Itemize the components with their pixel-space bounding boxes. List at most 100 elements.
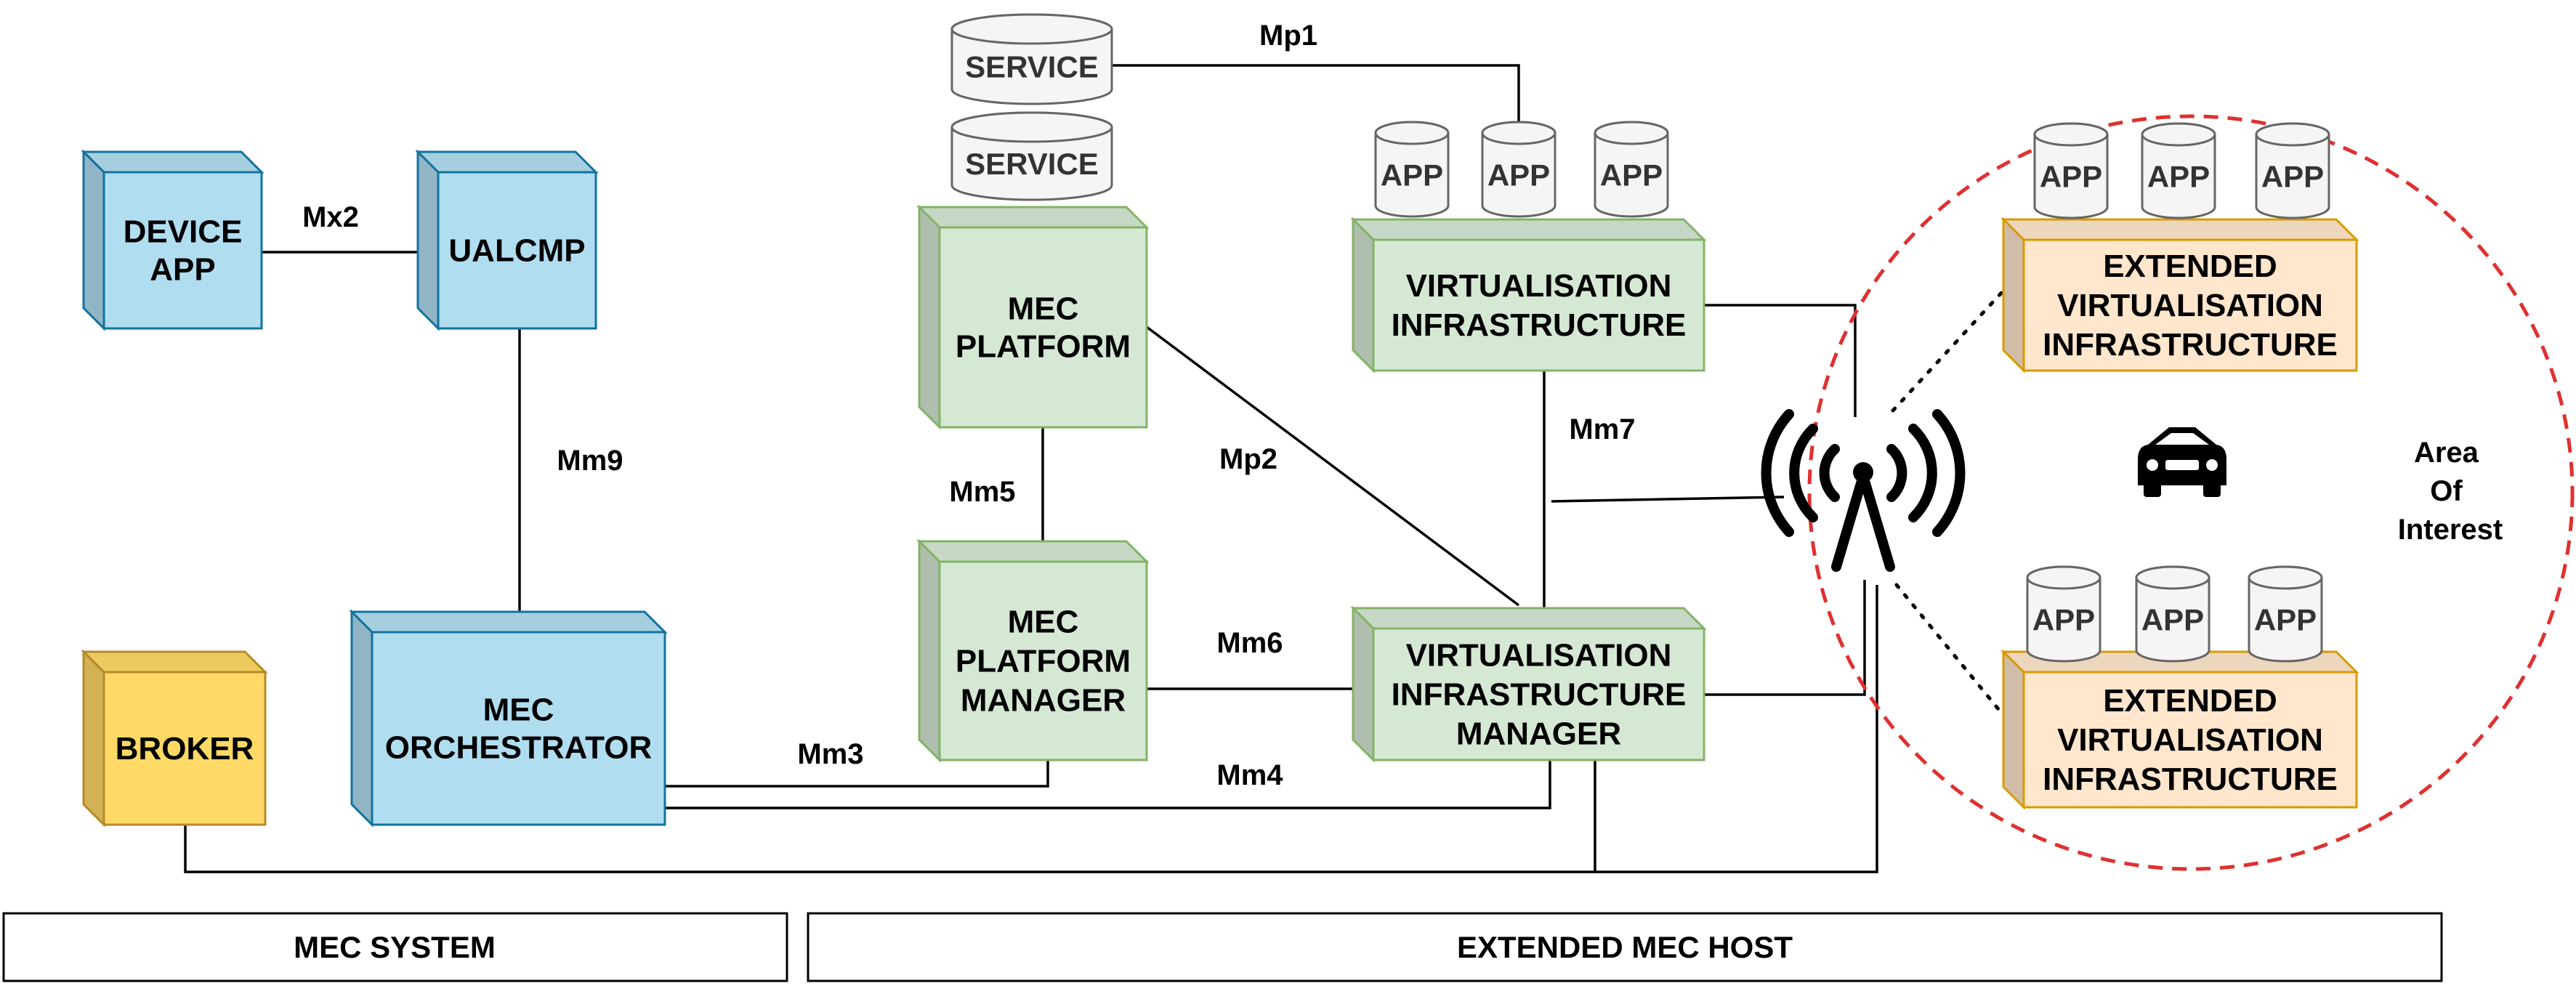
box-front-face [1372, 238, 1705, 372]
dotted-link-upper [1891, 288, 2006, 413]
link-label-mm4: Mm4 [1216, 759, 1283, 791]
link-line-vim-antenna [1704, 580, 1866, 696]
label-line: PLATFORM [956, 329, 1131, 365]
label-line: VIRTUALISATION [1406, 638, 1672, 674]
antenna-icon [1761, 409, 1966, 572]
label-line: VIRTUALISATION [2057, 722, 2323, 758]
aoi-line-1: Area [2414, 437, 2479, 469]
ualcmp-label: UALCMP [448, 233, 585, 269]
link-line-mm7-antenna [1551, 496, 1785, 503]
section-bar-extended-mec-host [807, 912, 2443, 982]
area-of-interest-label: Area Of Interest [2398, 437, 2503, 546]
link-line-broker-bus [184, 585, 1878, 873]
box-side-face [918, 204, 941, 430]
connection-lines [184, 64, 2008, 873]
cylinder-top [1374, 121, 1450, 145]
label-line: MANAGER [961, 683, 1126, 719]
label-line: INFRASTRUCTURE [2043, 761, 2338, 797]
cylinder-label: APP [1381, 158, 1443, 193]
cylinder-top [2141, 122, 2216, 147]
cylinder-top [2026, 565, 2101, 590]
link-line-mm4 [665, 760, 1551, 809]
service-cylinder-top: SERVICE [950, 13, 1113, 105]
label-line: MEC [1008, 605, 1079, 640]
link-label-mm6: Mm6 [1216, 627, 1283, 659]
link-label-mm5: Mm5 [949, 476, 1015, 508]
cylinder-top [2033, 122, 2109, 147]
link-label-mx2: Mx2 [302, 201, 359, 233]
app-cylinder-ext-top-1: APP [2033, 122, 2109, 219]
app-cylinder-vi-3: APP [1594, 121, 1669, 218]
cylinder-top [950, 13, 1113, 45]
link-label-mm3: Mm3 [797, 738, 863, 770]
box-front-face [1372, 627, 1705, 761]
link-label-mm7: Mm7 [1569, 413, 1635, 445]
app-cylinder-ext-top-2: APP [2141, 122, 2216, 219]
aoi-line-3: Interest [2398, 514, 2503, 546]
box-top-face [2000, 218, 2359, 241]
app-cylinder-ext-bottom-1: APP [2026, 565, 2101, 663]
box-front-face [2022, 671, 2358, 809]
label-line: APP [150, 252, 215, 288]
section-label-mec-system: MEC SYSTEM [294, 930, 496, 964]
area-of-interest-circle [1807, 114, 2575, 871]
label-line: EXTENDED [2103, 248, 2277, 284]
aoi-line-2: Of [2430, 475, 2463, 507]
box-top-face [349, 610, 668, 634]
box-side-face [416, 149, 440, 331]
box-front-face [371, 631, 666, 826]
box-top-face [1350, 218, 1707, 241]
section-label-extended-mec-host: EXTENDED MEC HOST [1457, 930, 1793, 964]
cylinder-label: APP [1487, 158, 1550, 193]
ualcmp-box: UALCMP [415, 149, 599, 331]
cylinder-top [2135, 565, 2210, 590]
label-line: MANAGER [1456, 716, 1621, 752]
link-line-mm3 [665, 760, 1049, 788]
label-line: VIRTUALISATION [2057, 288, 2323, 323]
box-side-face [918, 538, 941, 763]
service-cylinder-bottom: SERVICE [950, 111, 1113, 201]
cylinder-label: SERVICE [965, 147, 1099, 181]
app-cylinder-ext-bottom-3: APP [2248, 565, 2323, 663]
box-top-face [916, 540, 1150, 563]
extended-vi-top-box: EXTENDED VIRTUALISATION INFRASTRUCTURE [2000, 217, 2359, 373]
label-line: EXTENDED [2103, 683, 2277, 719]
label-line: DEVICE [124, 214, 243, 250]
link-line-mp2 [1145, 326, 1520, 607]
box-side-face [82, 149, 105, 331]
section-bars: MEC SYSTEM EXTENDED MEC HOST [2, 912, 2443, 982]
cylinder-top [950, 111, 1113, 143]
app-cylinder-ext-bottom-2: APP [2135, 565, 2210, 663]
label-line: INFRASTRUCTURE [2043, 327, 2338, 363]
box-side-face [1352, 217, 1375, 373]
label-line: MEC [483, 692, 554, 728]
label-line: ORCHESTRATOR [385, 730, 653, 766]
link-line-mp1 [1110, 64, 1520, 122]
box-front-face [938, 560, 1148, 761]
box-side-face [1352, 605, 1375, 763]
link-label-mp2: Mp2 [1219, 443, 1277, 475]
cylinder-label: APP [2032, 603, 2095, 637]
box-front-face [437, 171, 597, 330]
broker-label: BROKER [116, 731, 254, 767]
box-side-face [2002, 649, 2025, 810]
label-line: MEC [1008, 291, 1079, 327]
cylinder-label: APP [2141, 603, 2204, 637]
section-bar-mec-system [2, 912, 788, 982]
box-front-face [102, 171, 263, 330]
label-line: INFRASTRUCTURE [1392, 307, 1687, 343]
label-line: VIRTUALISATION [1406, 268, 1672, 304]
label-line: BROKER [116, 731, 254, 767]
box-front-face [2022, 238, 2358, 372]
